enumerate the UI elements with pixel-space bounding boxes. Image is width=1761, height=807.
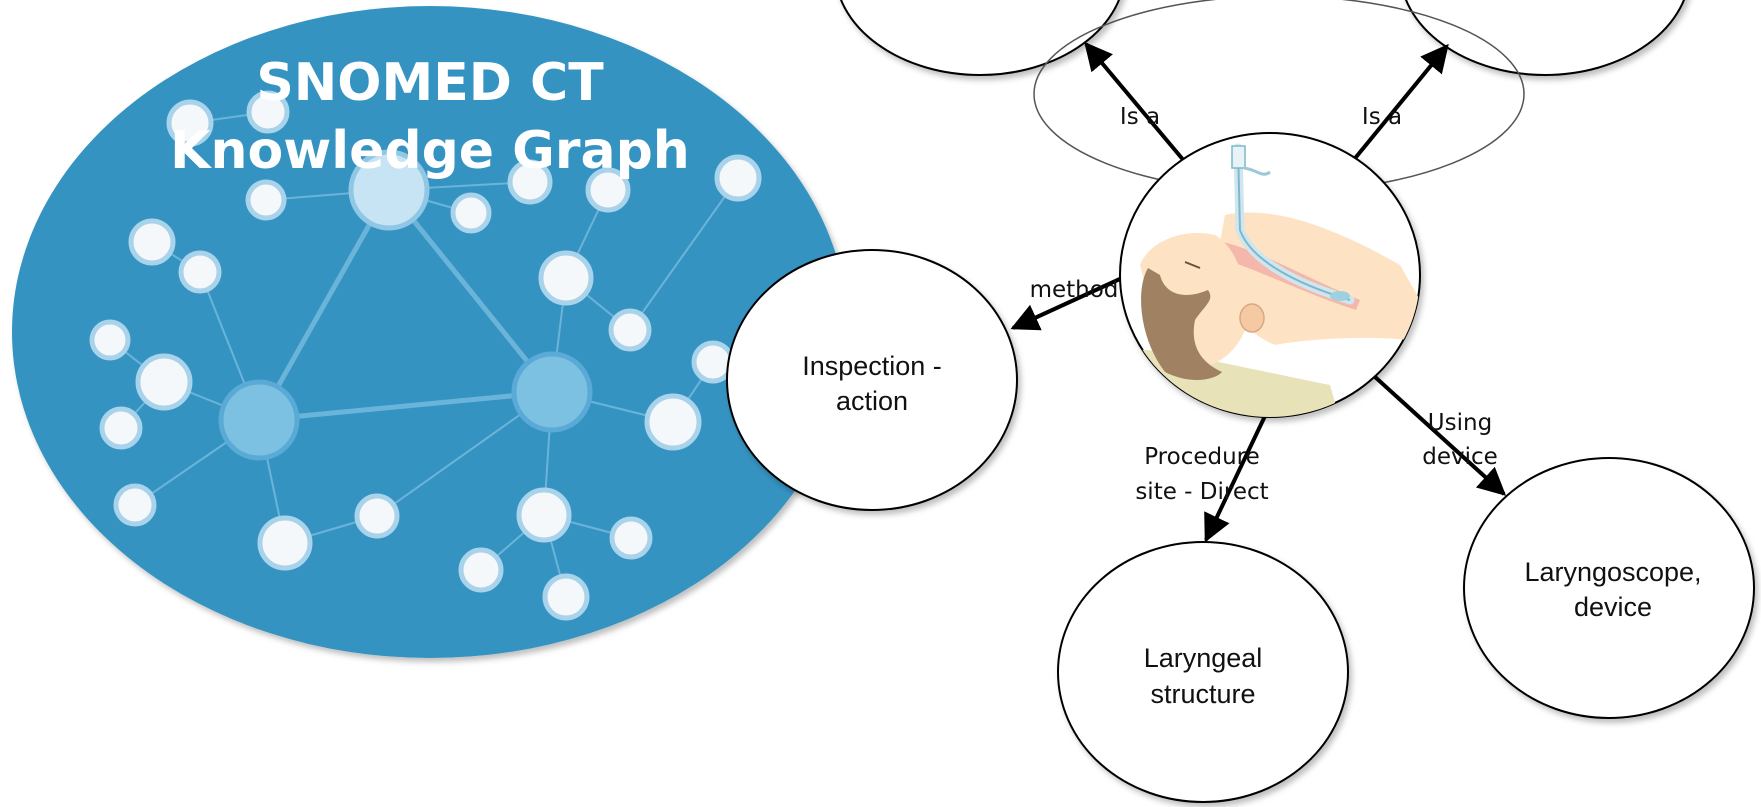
using-device-label-line2: device (1422, 444, 1498, 470)
laryngoscope-node-label-line2: device (1574, 592, 1652, 622)
inspection-action-node: Inspection - action (726, 249, 1018, 511)
graph-node (585, 167, 631, 213)
laryngoscope-node-label-line1: Laryngoscope, (1524, 557, 1701, 587)
procedure-site-edge (1204, 415, 1267, 543)
graph-node (89, 319, 131, 361)
graph-node (538, 250, 594, 306)
graph-node (99, 406, 143, 450)
graph-node (542, 573, 590, 621)
knowledge-graph-background (12, 6, 848, 658)
graph-node (507, 159, 553, 205)
graph-hub-node (218, 379, 300, 461)
graph-node (135, 353, 193, 411)
using-device-label-line1: Using (1428, 410, 1492, 436)
graph-node (516, 487, 572, 543)
is-a-right-edge (1350, 43, 1449, 164)
graph-node (608, 308, 652, 352)
inspection-node-label-line1: Inspection - (802, 351, 942, 381)
parent-concept-node-right (1405, 0, 1685, 76)
using-device-edge (1372, 374, 1507, 496)
graph-node (128, 218, 176, 266)
graph-hub-node (348, 149, 430, 231)
graph-node (178, 250, 222, 294)
graph-node (714, 154, 762, 202)
is-a-right-label: Is a (1362, 104, 1402, 130)
graph-hub-node (511, 351, 593, 433)
method-label: method (1030, 277, 1119, 303)
laryngoscope-device-node: Laryngoscope, device (1463, 457, 1755, 719)
laryngeal-structure-node: Laryngeal structure (1057, 541, 1349, 803)
inspection-node-label-line2: action (836, 386, 908, 416)
laryngeal-node-label-line2: structure (1150, 679, 1255, 709)
procedure-site-label-line1: Procedure (1144, 444, 1260, 470)
graph-node (246, 90, 290, 134)
graph-node (458, 547, 504, 593)
graph-node (450, 192, 492, 234)
knowledge-graph-title-line1: SNOMED CT (256, 53, 604, 113)
graph-node (644, 393, 702, 451)
knowledge-graph-network (89, 90, 762, 621)
knowledge-graph-panel: SNOMED CT Knowledge Graph (12, 6, 848, 658)
graph-node (354, 493, 400, 539)
knowledge-graph-title-line2: Knowledge Graph (170, 121, 690, 181)
is-a-left-edge (1084, 41, 1187, 164)
method-edge (1010, 276, 1123, 331)
procedure-site-label-line2: site - Direct (1135, 479, 1268, 505)
concept-graph: Is a Is a method Procedure site - Direct… (726, 0, 1755, 803)
is-a-left-label: Is a (1120, 104, 1160, 130)
graph-node (166, 99, 214, 147)
parent-concept-node-left (840, 0, 1120, 76)
center-procedure-node (1119, 132, 1421, 418)
graph-node (609, 516, 653, 560)
graph-node (113, 483, 157, 527)
graph-node (245, 179, 287, 221)
laryngeal-node-label-line1: Laryngeal (1144, 643, 1263, 673)
graph-node (257, 515, 313, 571)
